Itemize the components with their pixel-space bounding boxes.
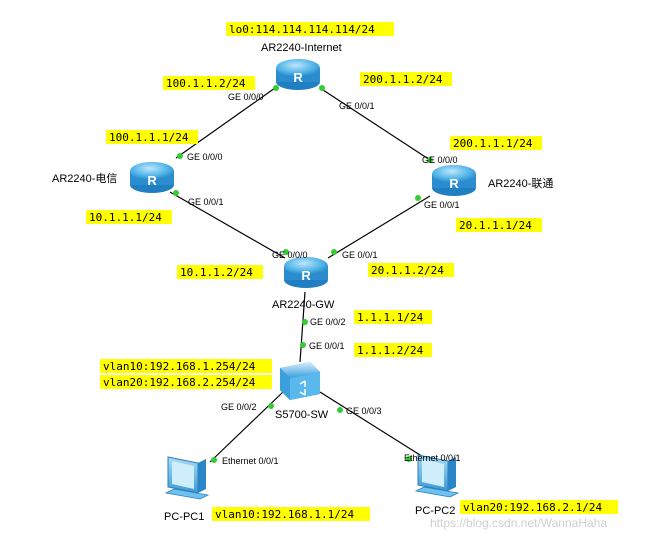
svg-text:vlan20:192.168.2.1/24: vlan20:192.168.2.1/24 xyxy=(463,501,602,514)
switch-icon[interactable] xyxy=(280,362,320,400)
router-icon-telecom[interactable] xyxy=(130,162,174,193)
device-label-pc1: PC-PC1 xyxy=(164,511,204,523)
port-label: Ethernet 0/0/1 xyxy=(404,453,461,463)
port-label: GE 0/0/1 xyxy=(339,101,375,111)
port-dot xyxy=(211,457,217,463)
port-dot xyxy=(415,195,421,201)
port-label: GE 0/0/0 xyxy=(422,155,458,165)
svg-text:200.1.1.2/24: 200.1.1.2/24 xyxy=(363,73,443,86)
link-internet-unicom xyxy=(319,87,431,161)
svg-text:vlan10:192.168.1.254/24: vlan10:192.168.1.254/24 xyxy=(103,360,256,373)
ip-tag-gw-ge000: 10.1.1.2/24 xyxy=(177,265,263,279)
ip-tag-pc1: vlan10:192.168.1.1/24 xyxy=(212,507,370,521)
router-icon-gw[interactable] xyxy=(284,257,328,288)
port-dot xyxy=(268,403,274,409)
svg-text:1.1.1.1/24: 1.1.1.1/24 xyxy=(357,311,424,324)
svg-text:vlan20:192.168.2.254/24: vlan20:192.168.2.254/24 xyxy=(103,376,256,389)
ip-tag-unicom-ge001: 20.1.1.1/24 xyxy=(456,218,542,232)
device-label-unicom: AR2240-联通 xyxy=(488,177,553,190)
device-label-sw: S5700-SW xyxy=(275,409,329,421)
svg-text:vlan10:192.168.1.1/24: vlan10:192.168.1.1/24 xyxy=(215,508,354,521)
port-label: GE 0/0/1 xyxy=(309,341,345,351)
ip-tag-sw-vlan20: vlan20:192.168.2.254/24 xyxy=(100,375,272,389)
ip-tag-telecom-ge001: 10.1.1.1/24 xyxy=(86,210,172,224)
svg-text:200.1.1.1/24: 200.1.1.1/24 xyxy=(453,137,533,150)
port-dot xyxy=(283,249,289,255)
pc-icon-pc1[interactable] xyxy=(164,456,210,500)
port-label: GE 0/0/2 xyxy=(221,402,257,412)
router-icon-unicom[interactable] xyxy=(432,165,476,196)
ip-tag-unicom-ge000: 200.1.1.1/24 xyxy=(450,136,542,150)
device-label-telecom: AR2240-电信 xyxy=(52,172,117,185)
link-unicom-gw xyxy=(327,195,431,259)
port-dot xyxy=(173,190,179,196)
port-label: Ethernet 0/0/1 xyxy=(222,456,279,466)
ip-tag-sw-vlan10: vlan10:192.168.1.254/24 xyxy=(100,359,272,373)
port-dot xyxy=(337,407,343,413)
svg-text:20.1.1.1/24: 20.1.1.1/24 xyxy=(459,219,532,232)
ip-tag-pc2: vlan20:192.168.2.1/24 xyxy=(460,500,618,514)
svg-text:20.1.1.2/24: 20.1.1.2/24 xyxy=(371,264,444,277)
pc-icon-pc2[interactable] xyxy=(414,454,460,498)
port-dot xyxy=(406,456,412,462)
port-label: GE 0/0/1 xyxy=(188,197,224,207)
port-dot xyxy=(300,342,306,348)
svg-text:100.1.1.2/24: 100.1.1.2/24 xyxy=(166,77,246,90)
svg-text:100.1.1.1/24: 100.1.1.1/24 xyxy=(109,131,189,144)
port-dot xyxy=(273,85,279,91)
ip-tag-gw-ge001: 20.1.1.2/24 xyxy=(368,263,454,277)
port-label: GE 0/0/1 xyxy=(342,250,378,260)
router-icon-internet[interactable] xyxy=(276,59,320,90)
ip-tag-internet-ge000: 100.1.1.2/24 xyxy=(163,76,255,90)
device-label-internet: AR2240-Internet xyxy=(261,42,342,54)
port-dot xyxy=(427,157,433,163)
link-internet-telecom xyxy=(175,87,276,159)
port-dot xyxy=(302,319,308,325)
port-dot xyxy=(331,249,337,255)
link-gw-sw xyxy=(299,291,306,363)
port-dot xyxy=(177,153,183,159)
device-label-pc2: PC-PC2 xyxy=(415,505,455,517)
svg-text:1.1.1.2/24: 1.1.1.2/24 xyxy=(357,344,424,357)
port-label: GE 0/0/0 xyxy=(228,92,264,102)
ip-tag-telecom-ge000: 100.1.1.1/24 xyxy=(106,130,198,144)
link-sw-pc2 xyxy=(319,391,429,461)
ip-tag-gw-ge002: 1.1.1.1/24 xyxy=(354,310,432,324)
ip-tag-sw-ge001: 1.1.1.2/24 xyxy=(354,343,432,357)
link-telecom-gw xyxy=(169,191,286,259)
watermark: https://blog.csdn.net/WannaHaha xyxy=(430,516,607,530)
svg-text:10.1.1.1/24: 10.1.1.1/24 xyxy=(89,211,162,224)
port-dot xyxy=(319,85,325,91)
svg-text:10.1.1.2/24: 10.1.1.2/24 xyxy=(180,266,253,279)
port-label: GE 0/0/2 xyxy=(310,317,346,327)
port-label: GE 0/0/0 xyxy=(187,152,223,162)
svg-text:lo0:114.114.114.114/24: lo0:114.114.114.114/24 xyxy=(229,23,375,36)
port-label: GE 0/0/3 xyxy=(346,406,382,416)
ip-tag-internet-lo0: lo0:114.114.114.114/24 xyxy=(226,22,394,36)
port-label: GE 0/0/0 xyxy=(272,250,308,260)
port-label: GE 0/0/1 xyxy=(424,200,460,210)
device-label-gw: AR2240-GW xyxy=(272,299,335,311)
ip-tag-internet-ge001: 200.1.1.2/24 xyxy=(360,72,452,86)
